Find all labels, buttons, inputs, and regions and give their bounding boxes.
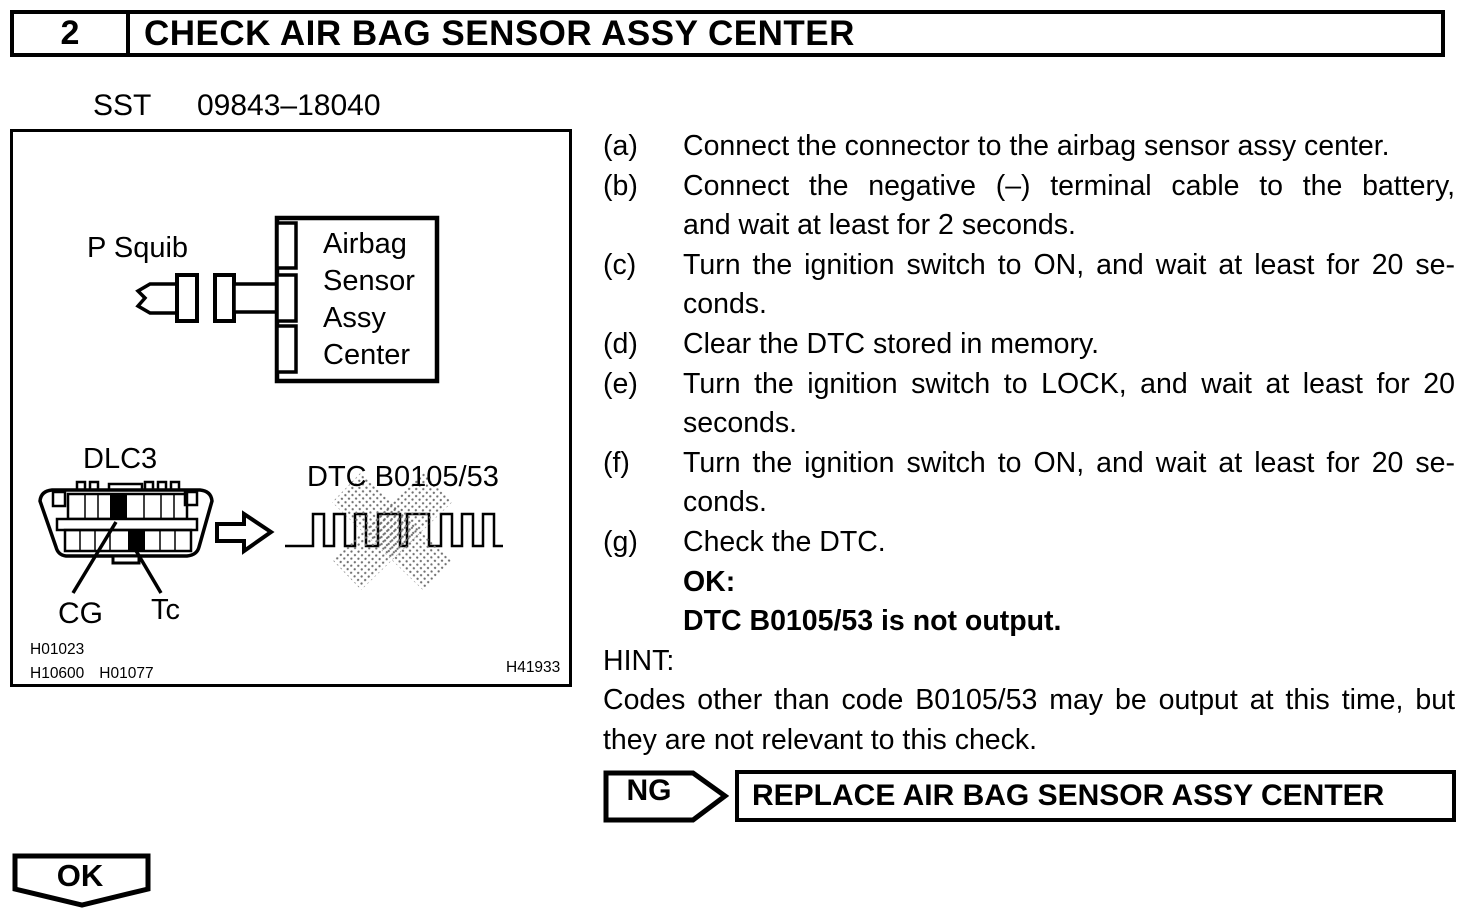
step-text: Connect the connector to the airbag sens… — [683, 130, 1390, 162]
not-output-x-mark — [332, 472, 452, 590]
step-row-c: (c) Turn the ignition switch to ON, and … — [603, 246, 1455, 286]
step-text: Clear the DTC stored in memory. — [683, 327, 1100, 360]
hint-line-2: they are not relevant to this check. — [603, 721, 1455, 761]
step-row-b: (b) Connect the negative (–) terminal ca… — [603, 167, 1455, 207]
ng-arrow-icon — [603, 770, 730, 823]
step-letter: (g) — [603, 525, 638, 558]
step-text: Connect the negative (–) terminal cable … — [683, 169, 1455, 202]
hint-label-row: HINT: — [603, 642, 1455, 682]
flow-arrow-icon — [215, 510, 275, 555]
ok-condition-row: DTC B0105/53 is not output. — [603, 602, 1455, 642]
step-letter: (a) — [603, 130, 638, 162]
hint-text: Codes other than code B0105/53 may be ou… — [603, 684, 1455, 717]
ng-action-box: REPLACE AIR BAG SENSOR ASSY CENTER — [735, 770, 1456, 822]
figure-ref-code: H41933 — [506, 659, 561, 676]
hint-text: they are not relevant to this check. — [603, 723, 1038, 756]
sst-number: 09843–18040 — [197, 89, 381, 122]
sst-label: SST — [93, 89, 152, 122]
dtc-label: DTC B0105/53 — [307, 461, 499, 493]
step-letter: (d) — [603, 327, 638, 360]
hint-line-1: Codes other than code B0105/53 may be ou… — [603, 681, 1455, 721]
procedure-text: (a) Connect the connector to the airbag … — [603, 127, 1455, 761]
squib-connector-drawing — [135, 273, 281, 323]
sensor-box-text: Airbag Sensor Assy Center — [323, 226, 415, 374]
ng-action-label: REPLACE AIR BAG SENSOR ASSY CENTER — [752, 779, 1385, 812]
figure-ref-code: H10600 — [30, 665, 85, 682]
step-text: Check the DTC. — [683, 525, 886, 558]
sensor-box-line: Airbag — [323, 228, 407, 260]
sensor-box-line: Sensor — [323, 265, 415, 297]
step-text: conds. — [683, 486, 767, 519]
hint-label: HINT: — [603, 644, 675, 677]
ok-flag: OK — [11, 852, 153, 910]
tc-pin-label: Tc — [151, 594, 180, 626]
step-letter: (b) — [603, 169, 638, 202]
step-row-b-cont: and wait at least for 2 seconds. — [603, 206, 1455, 246]
ok-condition: DTC B0105/53 is not output. — [683, 605, 1062, 638]
step-text: conds. — [683, 288, 767, 321]
sensor-box-line: Center — [323, 339, 411, 371]
ok-banner-icon — [12, 853, 151, 908]
ng-flag: NG — [603, 769, 730, 825]
tc-leader-line — [133, 548, 163, 594]
step-row-c-cont: conds. — [603, 285, 1455, 325]
step-row-f: (f) Turn the ignition switch to ON, and … — [603, 444, 1455, 484]
step-letter: (f) — [603, 446, 630, 479]
sensor-box-line: Assy — [323, 302, 386, 334]
step-row-a: (a) Connect the connector to the airbag … — [603, 127, 1455, 167]
figure-drawing — [38, 215, 503, 594]
step-title: CHECK AIR BAG SENSOR ASSY CENTER — [144, 13, 855, 53]
step-text: Turn the ignition switch to ON, and wait… — [683, 446, 1455, 479]
sensor-assy-box-drawing — [274, 215, 440, 384]
step-row-g: (g) Check the DTC. — [603, 523, 1455, 563]
step-text: Turn the ignition switch to LOCK, and wa… — [683, 367, 1455, 400]
ok-label: OK — [56, 858, 104, 893]
dlc3-label: DLC3 — [83, 443, 158, 475]
step-text: Turn the ignition switch to ON, and wait… — [683, 248, 1455, 281]
figure-ref-code: H01023 — [30, 641, 85, 658]
dlc3-connector-drawing — [38, 480, 214, 594]
step-letter: (c) — [603, 248, 637, 281]
step-number: 2 — [14, 14, 130, 53]
figure-ref-code: H01077 — [99, 665, 154, 682]
cg-pin-label: CG — [58, 597, 103, 630]
ok-heading-row: OK: — [603, 563, 1455, 603]
ng-label: NG — [626, 774, 672, 807]
figure-ref-code-row: H10600 H01077 — [30, 665, 154, 683]
figure-box: P Squib Airbag Sensor Assy Center DLC3 D… — [10, 129, 572, 687]
cg-leader-line — [71, 521, 118, 594]
step-text: seconds. — [683, 407, 798, 440]
p-squib-label: P Squib — [87, 232, 189, 264]
step-text: and wait at least for 2 seconds. — [683, 209, 1076, 242]
step-row-e: (e) Turn the ignition switch to LOCK, an… — [603, 365, 1455, 405]
step-row-f-cont: conds. — [603, 483, 1455, 523]
step-row-d: (d) Clear the DTC stored in memory. — [603, 325, 1455, 365]
step-row-e-cont: seconds. — [603, 404, 1455, 444]
ok-heading: OK: — [683, 565, 736, 598]
step-header-bar: 2 CHECK AIR BAG SENSOR ASSY CENTER — [10, 10, 1445, 57]
step-letter: (e) — [603, 367, 638, 400]
